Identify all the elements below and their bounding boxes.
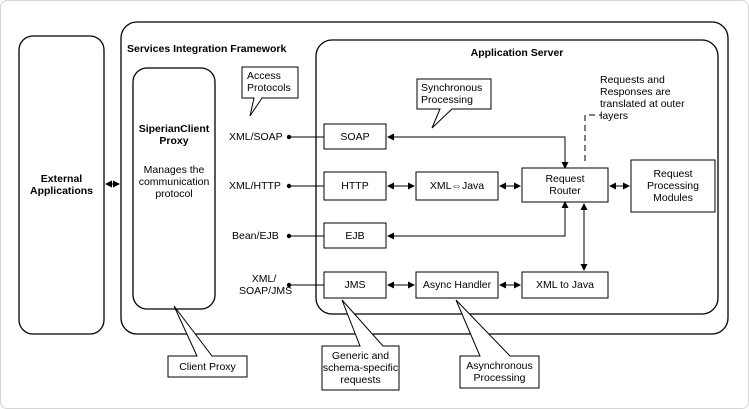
xml-java-label: XML⇔Java xyxy=(429,180,485,192)
protocol-ejb-label: Bean/EJB xyxy=(232,230,279,242)
asynchronous-callout xyxy=(455,299,540,389)
access-protocols-callout xyxy=(241,66,299,117)
client-proxy-text: Client Proxy xyxy=(179,360,236,373)
proxy-desc: Manages the communication protocol xyxy=(138,164,210,200)
async-handler-label: Async Handler xyxy=(422,279,492,291)
ejb-box xyxy=(323,222,387,249)
http-label: HTTP xyxy=(341,180,369,192)
client-proxy-callout xyxy=(167,305,248,378)
access-protocols-text: Access Protocols xyxy=(247,70,291,94)
sif-title: Services Integration Framework xyxy=(127,43,287,55)
client-proxy-box xyxy=(132,67,216,310)
generic-requests-text: Generic and schema-specific requests xyxy=(322,350,399,386)
proxy-title: SiperianClient Proxy xyxy=(138,123,210,147)
protocol-http-label: XML/HTTP xyxy=(229,180,281,192)
http-box xyxy=(323,171,387,201)
modules-label: Request Processing Modules xyxy=(647,168,699,204)
generic-requests-callout xyxy=(321,299,400,391)
xml-java-box xyxy=(415,171,499,201)
jms-box xyxy=(323,271,387,299)
app-server-title: Application Server xyxy=(470,47,564,59)
request-router-label: Request Router xyxy=(545,173,585,197)
xml-to-java-box xyxy=(521,271,609,299)
router-soap-arrow xyxy=(387,133,569,169)
synchronous-callout xyxy=(416,78,492,129)
protocol-jms-label: XML/ SOAP/JMS xyxy=(239,273,293,297)
jms-label: JMS xyxy=(344,279,366,291)
external-applications-box xyxy=(18,35,105,335)
translation-note-text: Requests and Responses are translated at… xyxy=(600,74,685,122)
modules-box xyxy=(630,159,716,213)
soap-label: SOAP xyxy=(340,130,370,143)
xml-to-java-label: XML to Java xyxy=(536,279,594,291)
protocol-soap-label: XML/SOAP xyxy=(229,131,283,143)
ejb-label: EJB xyxy=(345,229,365,242)
asynchronous-text: Asynchronous Processing xyxy=(466,360,533,384)
external-applications-label: External Applications xyxy=(29,173,93,197)
async-handler-box xyxy=(415,271,499,299)
translation-note-pointer xyxy=(584,114,602,161)
router-ejb-arrow xyxy=(387,201,569,240)
synchronous-text: Synchronous Processing xyxy=(421,82,483,106)
